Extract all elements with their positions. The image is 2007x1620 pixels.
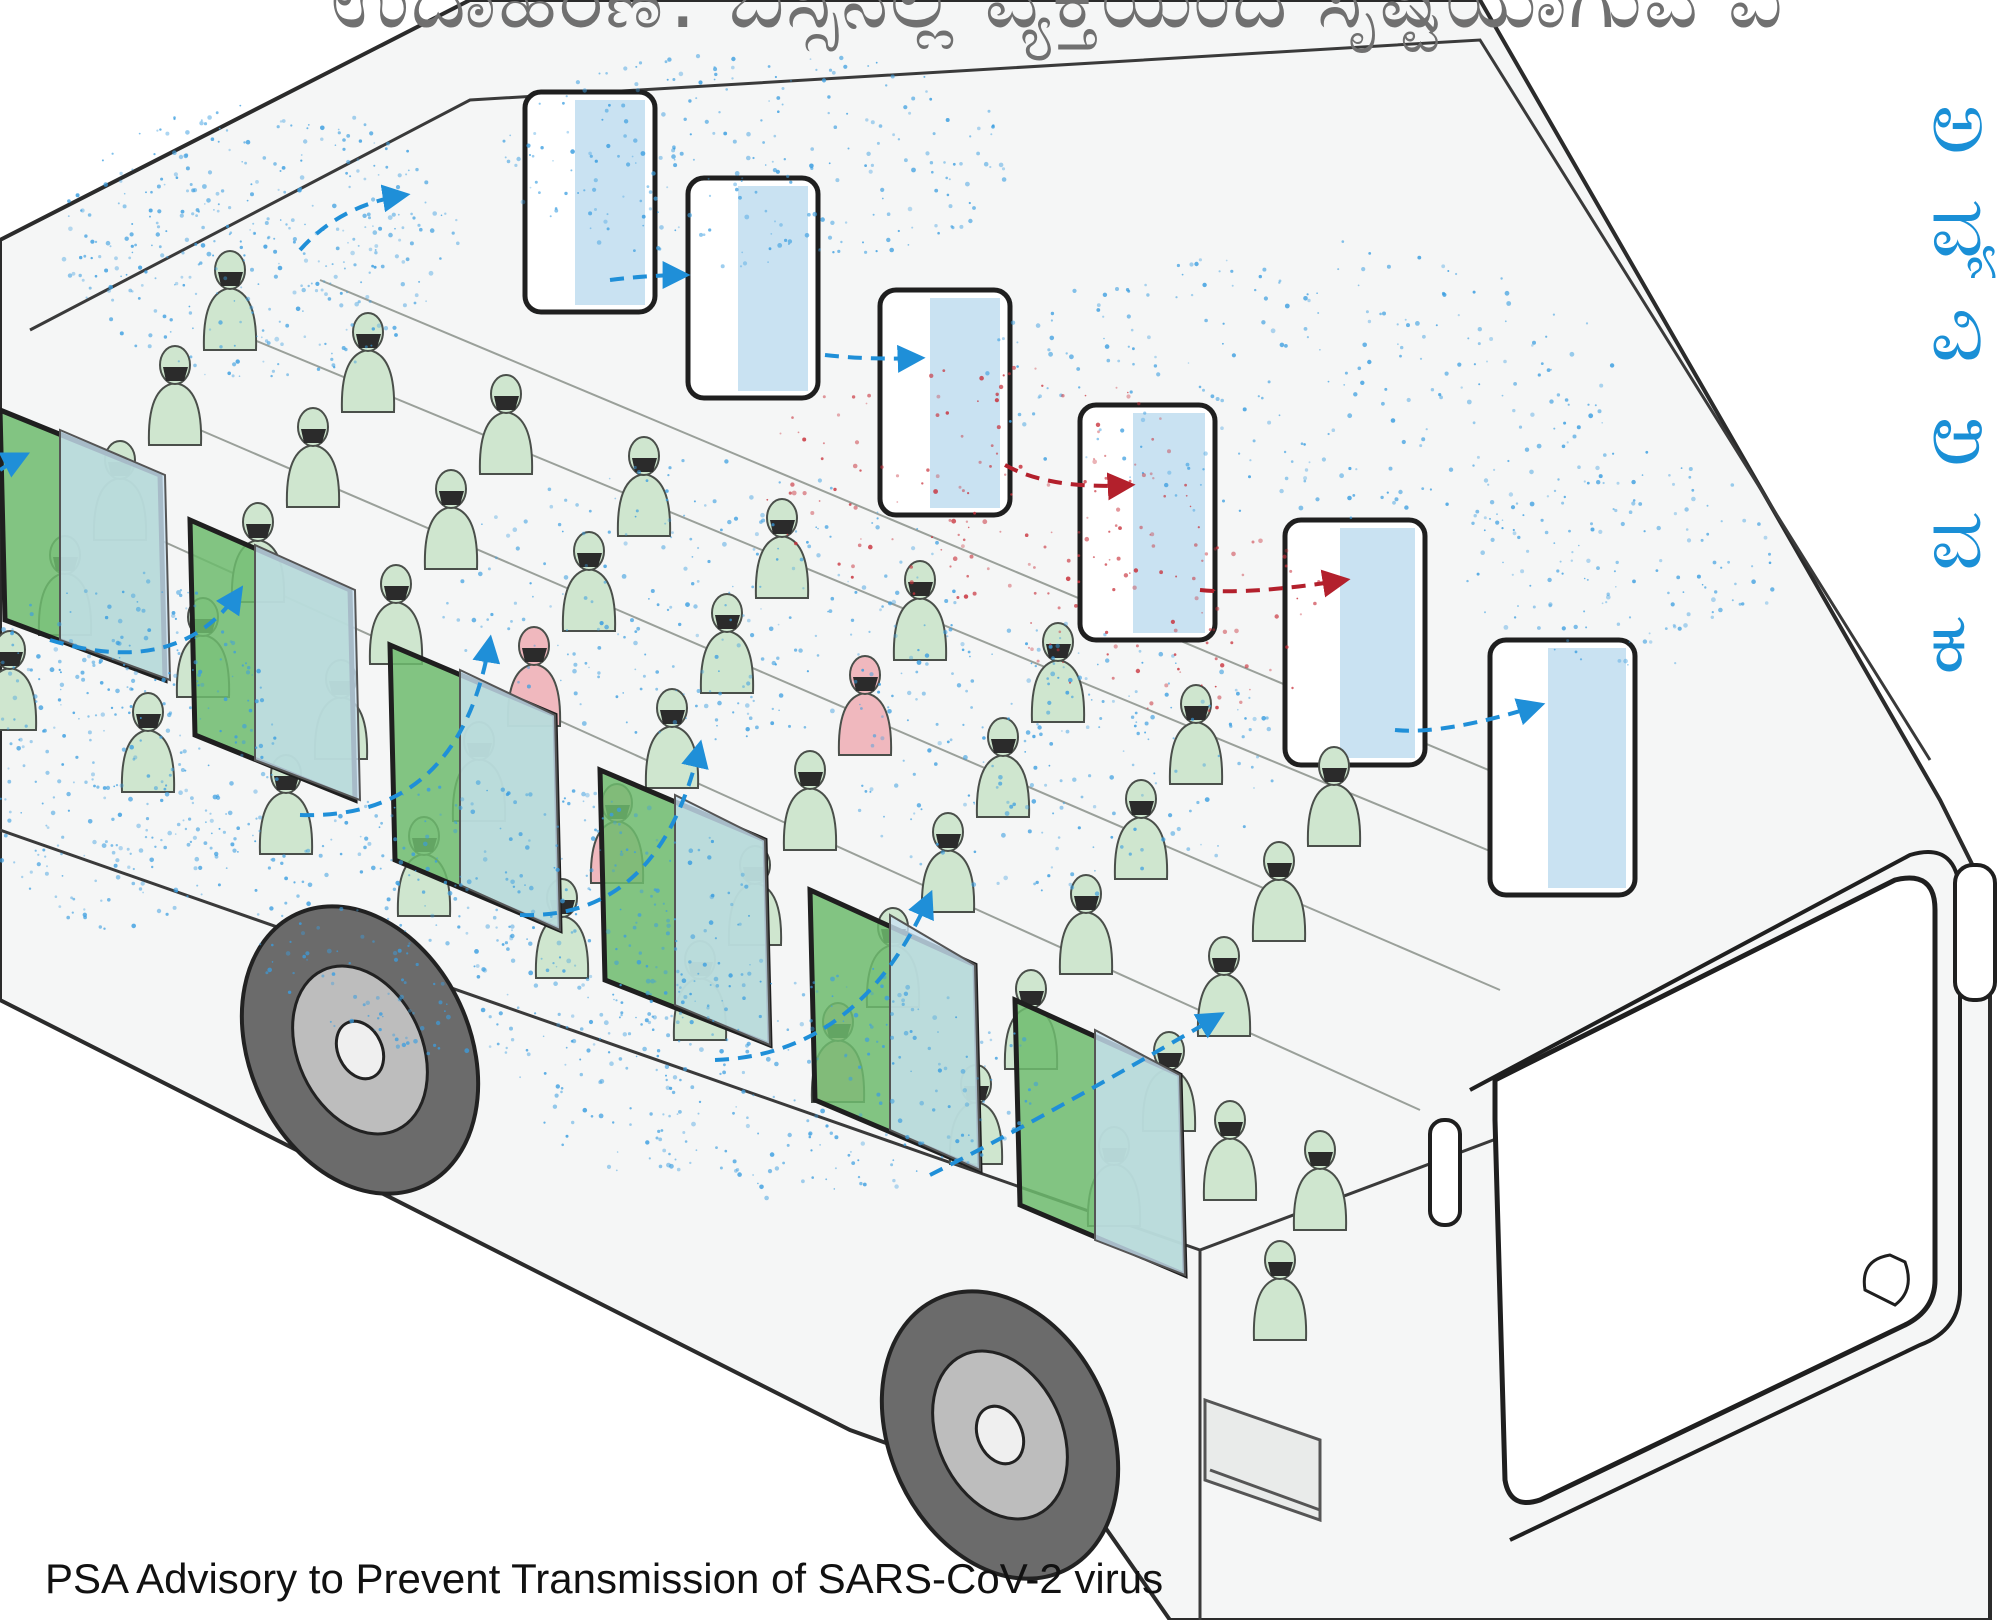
side-text-glyph: ಅ: [1930, 73, 1986, 171]
airflow-arrow: [1394, 698, 1546, 733]
caption: PSA Advisory to Prevent Transmission of …: [45, 1555, 1164, 1602]
airflow-arrow: [1004, 463, 1136, 501]
passenger: [837, 655, 893, 756]
passenger: [699, 593, 755, 694]
passenger: [368, 564, 424, 665]
passenger: [120, 692, 176, 793]
airflow-arrow: [299, 634, 501, 818]
passenger: [644, 688, 700, 789]
near-window: [597, 766, 773, 1049]
side-text-glyph: ವ್ಯ: [1930, 177, 1996, 275]
passenger: [1306, 746, 1362, 847]
near-window: [1012, 996, 1188, 1279]
side-mirror: [1428, 863, 1997, 1227]
headline: ಉದಾಹರಣೆ: ಬಸ್ಸಿನಲ್ಲಿ ವ್ಯಕ್ತಿಯಿಂದ ಸೃಷ್ಟಿಯಾ…: [330, 0, 1784, 50]
passenger: [423, 469, 479, 570]
near-window: [387, 641, 563, 934]
passenger: [478, 374, 534, 475]
airflow-arrow: [0, 452, 31, 478]
near-window: [807, 886, 983, 1174]
far-window: [522, 89, 658, 315]
aerosol-particles: [0, 54, 1775, 1201]
passenger: [1202, 1100, 1258, 1201]
passenger: [0, 630, 38, 731]
airflow-arrow: [609, 261, 691, 290]
far-window: [1282, 517, 1428, 768]
side-vertical-text: ಅ ವ್ಯ ವಿ ಆ ವ ಕ: [1930, 70, 2007, 694]
passenger: [340, 312, 396, 413]
passenger: [285, 407, 341, 508]
passenger: [202, 250, 258, 351]
far-side-windows: [522, 89, 1638, 898]
side-text-glyph: ಕ: [1930, 593, 1968, 691]
side-text-glyph: ಆ: [1930, 385, 1986, 483]
passenger: [975, 717, 1031, 818]
airflow-arrow: [824, 344, 926, 373]
passenger: [1058, 874, 1114, 975]
door-steps: [1203, 1397, 1322, 1523]
airflow-arrow: [1199, 569, 1351, 598]
side-text-glyph: ವ: [1930, 489, 1984, 587]
far-window: [877, 287, 1013, 518]
airflow-arrows: [0, 184, 1546, 1177]
front-wheel: [879, 1289, 1121, 1581]
passenger: [1251, 841, 1307, 942]
passenger: [1168, 684, 1224, 785]
windshield: [1469, 850, 1962, 1542]
passenger: [754, 498, 810, 599]
near-window: [0, 407, 172, 684]
airflow-arrow: [298, 184, 411, 252]
airflow-arrow: [519, 739, 709, 918]
passenger: [561, 531, 617, 632]
passenger: [147, 345, 203, 446]
airflow-arrow: [714, 889, 934, 1062]
side-text-glyph: ವಿ: [1930, 281, 1985, 379]
passenger: [1292, 1130, 1348, 1231]
rear-wheel: [239, 904, 481, 1196]
passenger: [1252, 1240, 1308, 1341]
far-window: [685, 175, 821, 401]
passenger: [920, 812, 976, 913]
passenger: [616, 436, 672, 537]
near-side-windows: [0, 407, 1188, 1279]
passenger: [782, 750, 838, 851]
airflow-arrow: [49, 585, 244, 655]
far-window: [1487, 637, 1638, 898]
airflow-arrow: [929, 1012, 1225, 1177]
passenger: [1113, 779, 1169, 880]
far-window: [1077, 402, 1218, 643]
